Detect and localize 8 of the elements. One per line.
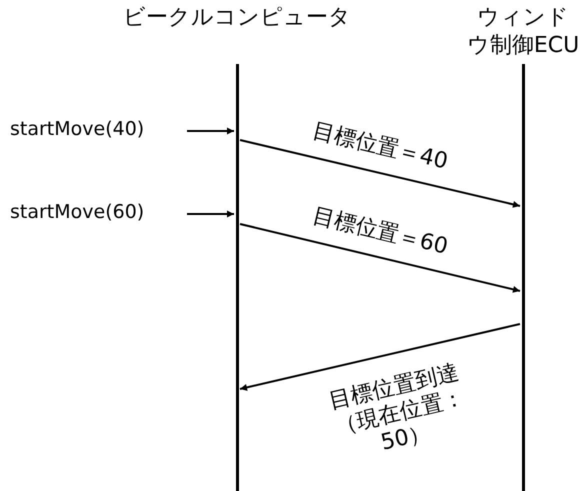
arrow	[240, 139, 520, 208]
participant-name: ウィンドウ制御ECU	[466, 4, 580, 60]
message-text: startMove(60)	[10, 201, 144, 223]
arrow	[187, 210, 234, 218]
message-text: startMove(40)	[10, 118, 144, 140]
arrow	[187, 128, 234, 134]
arrow	[240, 223, 520, 293]
participant-name: ビークルコンピュータ	[122, 4, 352, 32]
